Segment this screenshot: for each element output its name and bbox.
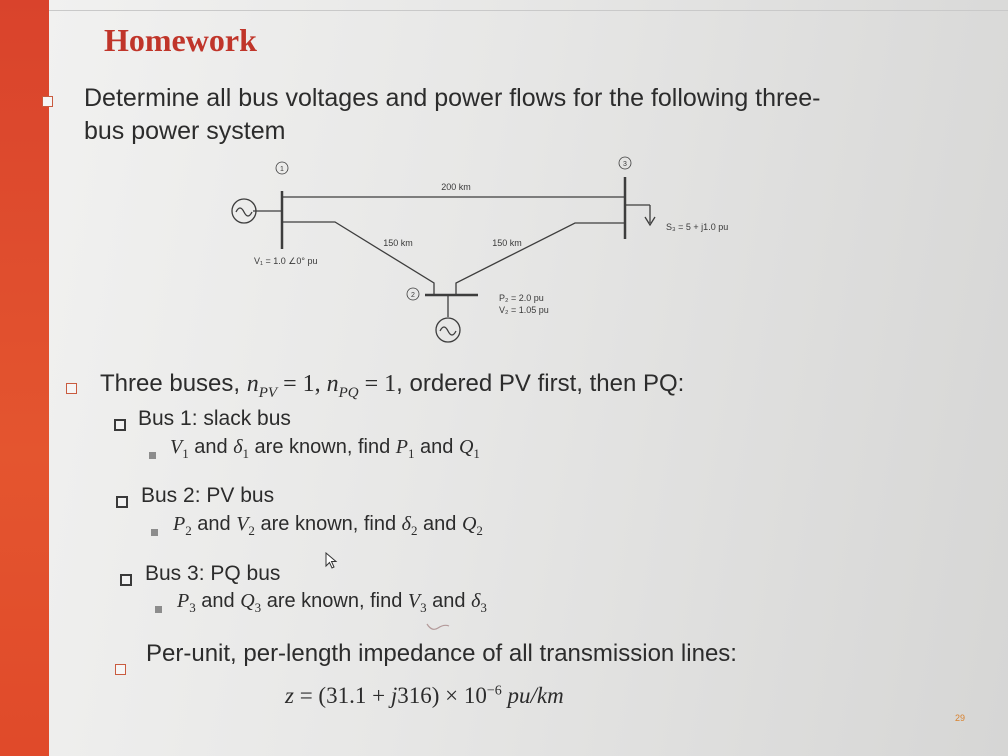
var-a: P — [173, 513, 186, 535]
bus-3-marker — [618, 156, 632, 170]
slide-title: Homework — [104, 22, 257, 58]
buses-intro-suffix: , ordered PV first, then PQ: — [396, 370, 685, 397]
impedance-formula: z = (31.1 + j316) × 10−6 pu/km — [285, 683, 564, 709]
bullet-square-icon — [42, 96, 53, 107]
buses-intro-text: Three buses, — [100, 370, 247, 397]
sub-bullet-icon — [116, 496, 128, 508]
formula-real-part: = (31.1 + — [293, 683, 391, 708]
word-known: are known, find — [249, 436, 396, 458]
n-pv-symbol: n — [246, 371, 259, 397]
intro-line-2: bus power system — [84, 117, 286, 145]
formula-unit: pu/km — [501, 683, 564, 708]
var-d-sub: 3 — [480, 600, 487, 615]
s3-spec: S₃ = 5 + j1.0 pu — [666, 222, 728, 232]
line-1-2 — [282, 221, 435, 295]
word-and: and — [426, 590, 472, 612]
var-a-sub: 3 — [189, 600, 196, 615]
var-d-sub: 2 — [476, 523, 483, 538]
word-and: and — [191, 513, 237, 535]
word-and: and — [195, 590, 241, 612]
bullet-square-icon — [66, 383, 77, 394]
word-known: are known, find — [254, 513, 402, 535]
var-b: δ — [233, 436, 243, 458]
sub-bullet-icon — [114, 419, 126, 431]
var-c-sub: 2 — [410, 523, 418, 538]
var-b-sub: 2 — [248, 523, 255, 538]
bus-2-marker — [406, 287, 420, 301]
line-2-3 — [455, 222, 625, 295]
word-and: and — [417, 513, 462, 535]
mouse-pointer-icon — [325, 552, 338, 569]
formula-exponent: −6 — [486, 683, 502, 699]
word-and: and — [414, 436, 459, 458]
smudge-mark-icon — [426, 623, 450, 630]
n-pq-value: = 1 — [358, 371, 397, 397]
n-pv-subscript: PV — [258, 384, 278, 401]
line-1-2-length: 150 km — [383, 238, 413, 248]
bullet-square-icon — [115, 664, 126, 675]
generator-2-icon — [435, 317, 461, 343]
var-d: Q — [458, 436, 474, 458]
z-symbol: z — [285, 683, 294, 708]
n-pq-subscript: PQ — [338, 384, 359, 401]
var-c-sub: 3 — [420, 600, 427, 615]
bus-1-number: 1 — [280, 166, 284, 173]
sine-icon — [439, 326, 457, 336]
var-c: P — [395, 436, 408, 458]
word-and: and — [188, 436, 234, 458]
var-d: δ — [471, 590, 481, 612]
var-b: V — [236, 513, 249, 535]
var-a-sub: 2 — [185, 523, 192, 538]
bus-1-marker — [275, 161, 289, 175]
n-pq-symbol: n — [326, 371, 339, 397]
word-known: are known, find — [261, 590, 408, 612]
impedance-heading: Per-unit, per-length impedance of all tr… — [146, 640, 737, 667]
formula-imag-part: 316) × 10 — [397, 683, 487, 708]
var-b: Q — [240, 590, 255, 612]
line-1-3-length: 200 km — [441, 182, 471, 192]
sub-sub-bullet-icon — [155, 606, 162, 613]
var-c-sub: 1 — [407, 446, 415, 461]
var-d: Q — [461, 513, 477, 535]
j-symbol: j — [390, 683, 398, 708]
bus-3-heading: Bus 3: PQ bus — [145, 562, 281, 585]
var-a-sub: 1 — [182, 446, 189, 461]
var-a: V — [170, 436, 183, 458]
sub-sub-bullet-icon — [151, 529, 158, 536]
accent-sidebar — [0, 0, 49, 756]
v1-spec: V₁ = 1.0 ∠0° pu — [254, 256, 318, 266]
bus-3-number: 3 — [623, 161, 627, 168]
three-bus-diagram: 1 3 2 200 km 150 km 150 km V₁ = 1.0 ∠0° … — [231, 156, 728, 343]
line-2-3-length: 150 km — [492, 238, 522, 248]
bus-2-detail: P2 and V2 are known, find δ2 and Q2 — [173, 513, 483, 539]
sub-bullet-icon — [120, 574, 132, 586]
bus-1-detail: V1 and δ1 are known, find P1 and Q1 — [170, 436, 480, 462]
n-pv-value: = 1, — [277, 371, 327, 397]
var-b-sub: 3 — [254, 600, 262, 615]
generator-1-icon — [231, 198, 257, 224]
var-c: V — [407, 590, 421, 612]
var-c: δ — [401, 513, 411, 535]
sub-sub-bullet-icon — [149, 452, 156, 459]
bus-2-number: 2 — [411, 292, 415, 299]
sine-icon — [235, 207, 253, 217]
buses-intro: Three buses, nPV = 1, nPQ = 1, ordered P… — [100, 370, 684, 402]
bus-1-heading: Bus 1: slack bus — [138, 407, 291, 430]
load-arrow-icon — [644, 216, 656, 227]
var-a: P — [177, 590, 190, 612]
bus-3-detail: P3 and Q3 are known, find V3 and δ3 — [177, 590, 487, 616]
p2-spec: P₂ = 2.0 pu — [499, 293, 544, 303]
intro-line-1: Determine all bus voltages and power flo… — [84, 84, 821, 112]
v2-spec: V₂ = 1.05 pu — [499, 305, 549, 315]
top-divider — [0, 10, 1008, 11]
page-number: 29 — [955, 713, 966, 723]
bus-2-heading: Bus 2: PV bus — [141, 484, 275, 507]
var-b-sub: 1 — [242, 446, 250, 461]
var-d-sub: 1 — [473, 446, 480, 461]
